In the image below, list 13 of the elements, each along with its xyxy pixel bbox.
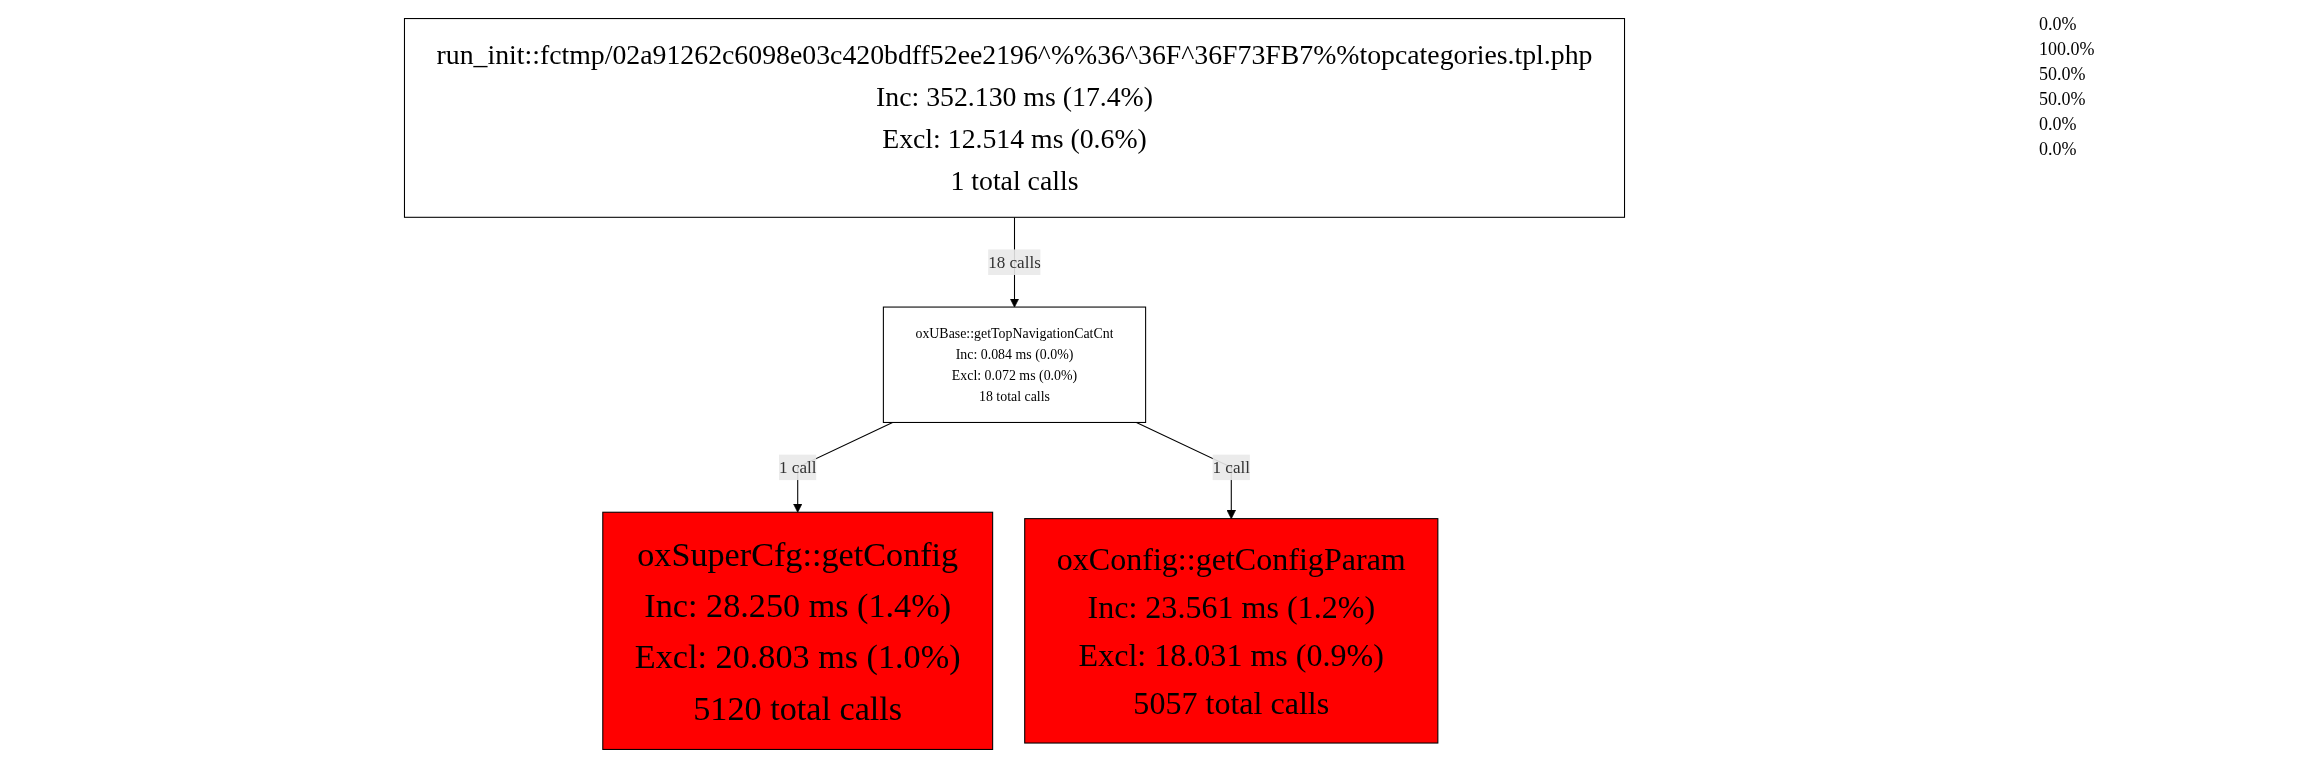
edge-label: 1 call bbox=[1212, 457, 1251, 476]
node-box: oxSuperCfg::getConfig Inc: 28.250 ms (1.4%) Excl: 20.803 ms (1.0%) 5120 total calls bbox=[602, 511, 994, 750]
percentage-label: 0.0% bbox=[2039, 14, 2078, 35]
percentage-label: 0.0% bbox=[2039, 114, 2078, 135]
node-box: oxUBase::getTopNavigationCatCnt Inc: 0.084 ms (0.0%) Excl: 0.072 ms (0.0%) 18 total calls bbox=[882, 306, 1147, 423]
node-box: run_init::fctmp/02a91262c6098e03c420bdff52ee2196^%%36^36F^36F73FB7%%topcategories.tpl.php Inc: 352.130 ms (17.4%) Excl: 12.514 ms (0.6%) 1 total calls bbox=[403, 18, 1626, 218]
percentage-label: 50.0% bbox=[2039, 64, 2087, 85]
percentage-label: 100.0% bbox=[2039, 39, 2096, 60]
node-box: oxConfig::getConfigParam Inc: 23.561 ms (1.2%) Excl: 18.031 ms (0.9%) 5057 total calls bbox=[1024, 518, 1439, 744]
edge-label: 1 call bbox=[778, 457, 817, 476]
edge-label: 18 calls bbox=[988, 252, 1041, 271]
percentage-label: 0.0% bbox=[2039, 139, 2078, 160]
percentage-label: 50.0% bbox=[2039, 89, 2087, 110]
